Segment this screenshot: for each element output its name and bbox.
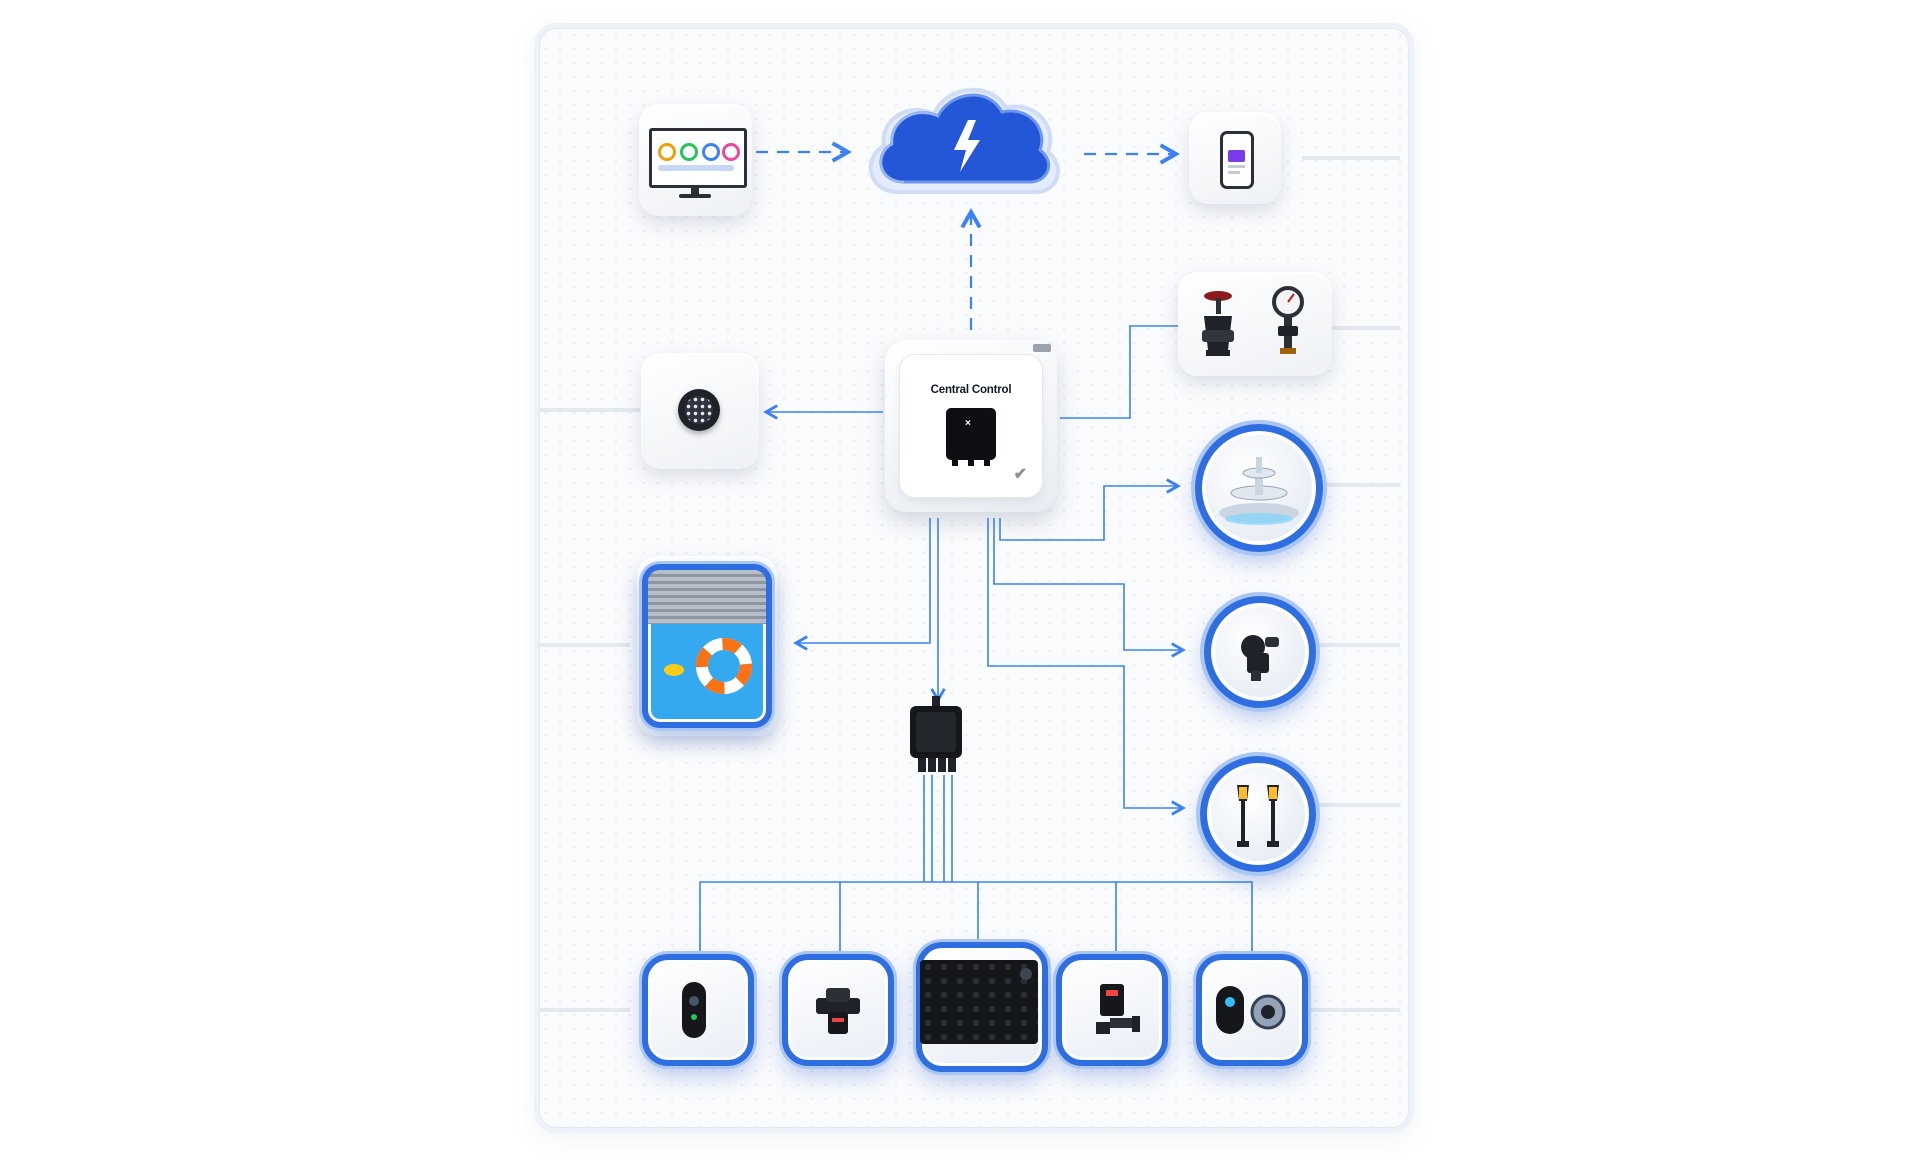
sensor-node <box>641 353 759 469</box>
garden-lamp-icon <box>1237 785 1279 847</box>
central-control-title: Central Control <box>930 384 1012 396</box>
valve-gauge-node <box>1178 272 1332 376</box>
checkmark-icon: ✔ <box>1013 466 1027 483</box>
cloud-node <box>868 87 1060 194</box>
lightning-bolt-icon <box>954 120 980 172</box>
hub-node <box>910 696 962 772</box>
smartphone-node <box>1189 112 1281 204</box>
brand-mark-icon: × <box>965 418 971 429</box>
garden-lamps-node <box>1200 756 1316 872</box>
pool-frame <box>642 564 772 728</box>
pool-cover-node <box>637 556 777 736</box>
central-control-panel: Central Control × ✔ <box>899 354 1043 498</box>
dosing-unit-icon <box>1096 984 1140 1034</box>
pool-cover-slats <box>648 570 766 624</box>
water-pump-icon <box>1241 635 1279 681</box>
smartphone-app-icon <box>1220 131 1254 189</box>
round-sensor-icon <box>678 389 720 431</box>
water-pump-node <box>1204 596 1316 708</box>
pool-cleaner-icon <box>1216 986 1286 1034</box>
connector-hub-icon <box>910 696 962 772</box>
controller-unit: × <box>946 408 996 466</box>
wall-controller-icon <box>682 982 706 1038</box>
bottom-device-pool-cleaner <box>1196 954 1308 1066</box>
bottom-device-dosing-unit <box>1056 954 1168 1066</box>
pool-cover-lifebuoy-icon <box>664 638 752 694</box>
dashboard-monitor-node <box>639 104 752 216</box>
bottom-device-heat-pump <box>916 942 1048 1072</box>
bottom-device-wall-controller <box>642 954 754 1066</box>
valve-pressure-gauge-icon <box>1202 286 1304 356</box>
bottom-device-flow-meter <box>782 954 894 1066</box>
flow-meter-icon <box>816 988 860 1034</box>
fountain-node <box>1195 424 1323 552</box>
fountain-icon <box>1219 457 1299 525</box>
monitor-dashboard-icon <box>649 128 747 188</box>
central-control-node[interactable]: Central Control × ✔ <box>885 340 1057 512</box>
heat-pump-icon <box>920 960 1038 1044</box>
